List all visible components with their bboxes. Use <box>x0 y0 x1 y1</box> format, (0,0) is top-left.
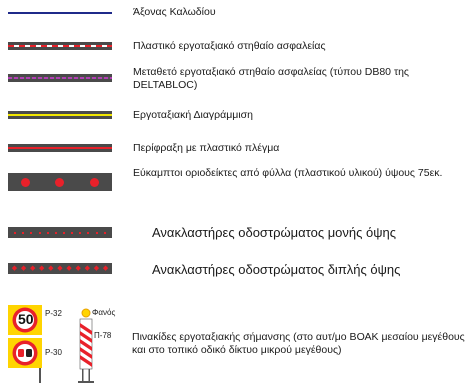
plastic-barrier-symbol <box>8 42 112 50</box>
single-reflectors-label: Ανακλαστήρες οδοστρώματος μονής όψης <box>152 225 397 240</box>
double-reflectors-symbol: ◆◆◆◆◆◆◆◆◆◆◆ <box>8 263 112 274</box>
work-marking-label: Εργοταξιακή Διαγράμμιση <box>133 109 253 121</box>
lamp-icon <box>81 308 91 318</box>
cable-axis-symbol <box>8 12 112 14</box>
delineators-symbol <box>8 173 112 191</box>
p30-code: Ρ-30 <box>45 348 62 357</box>
fence-symbol <box>8 144 112 152</box>
signs-label: Πινακίδες εργοταξιακής σήμανσης (στο αυτ… <box>132 331 465 356</box>
lamp-label: Φανός <box>92 308 116 317</box>
single-reflectors-symbol <box>8 227 112 238</box>
work-signs-graphic <box>8 305 94 383</box>
fence-label: Περίφραξη με πλαστικό πλέγμα <box>133 142 280 154</box>
work-signs-group: 50 Ρ-32 Ρ-30 Φανός Π-78 <box>8 305 128 383</box>
work-marking-symbol <box>8 111 112 119</box>
delineator-dot <box>90 177 100 187</box>
plastic-barrier-label: Πλαστικό εργοταξιακό στηθαίο ασφαλείας <box>133 40 326 52</box>
movable-barrier-label: Μεταθετό εργοταξιακό στηθαίο ασφαλείας (… <box>133 66 409 91</box>
cable-axis-label: Άξονας Καλωδίου <box>133 6 216 18</box>
delineators-label: Εύκαμπτοι οριοδείκτες από φύλλα (πλαστικ… <box>133 167 443 179</box>
movable-barrier-symbol <box>8 74 112 82</box>
p32-code: Ρ-32 <box>45 309 62 318</box>
delineator-dot <box>20 177 30 187</box>
p78-code: Π-78 <box>94 331 112 340</box>
speed-value-text: 50 <box>18 311 34 327</box>
delineator-dot <box>55 177 65 187</box>
double-reflectors-label: Ανακλαστήρες οδοστρώματος διπλής όψης <box>152 262 401 277</box>
